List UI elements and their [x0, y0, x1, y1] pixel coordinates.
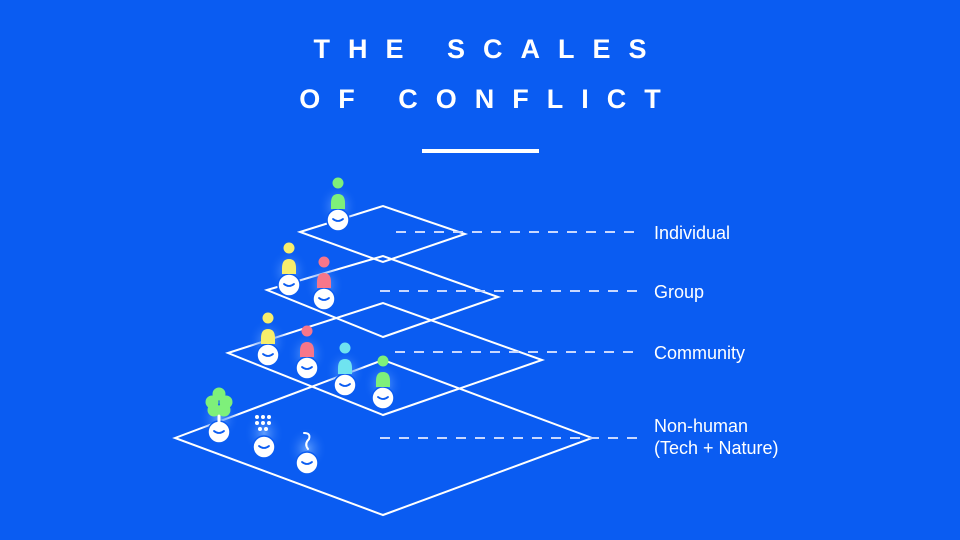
figure-tech-dots-non-human — [244, 411, 284, 459]
title-line-2: OF CONFLICT — [299, 84, 679, 114]
plane-group — [263, 254, 502, 339]
figure-person-community — [325, 342, 365, 397]
label-community: Community — [654, 343, 746, 363]
label-non-human-sub: (Tech + Nature) — [654, 438, 779, 458]
title-underline — [422, 149, 539, 153]
figure-person-community — [363, 355, 403, 410]
figure-person-individual — [318, 177, 358, 232]
title-line-1: THE SCALES — [313, 34, 665, 64]
figure-person-group — [269, 242, 309, 297]
figure-person-community — [287, 325, 327, 380]
figure-person-community — [248, 312, 288, 367]
figure-tree-non-human — [199, 387, 239, 444]
label-group: Group — [654, 282, 705, 302]
label-non-human: Non-human — [654, 416, 749, 436]
plane-community — [225, 301, 546, 417]
figure-steam-non-human — [287, 427, 327, 475]
label-individual: Individual — [654, 223, 731, 243]
figure-person-group — [304, 256, 344, 311]
